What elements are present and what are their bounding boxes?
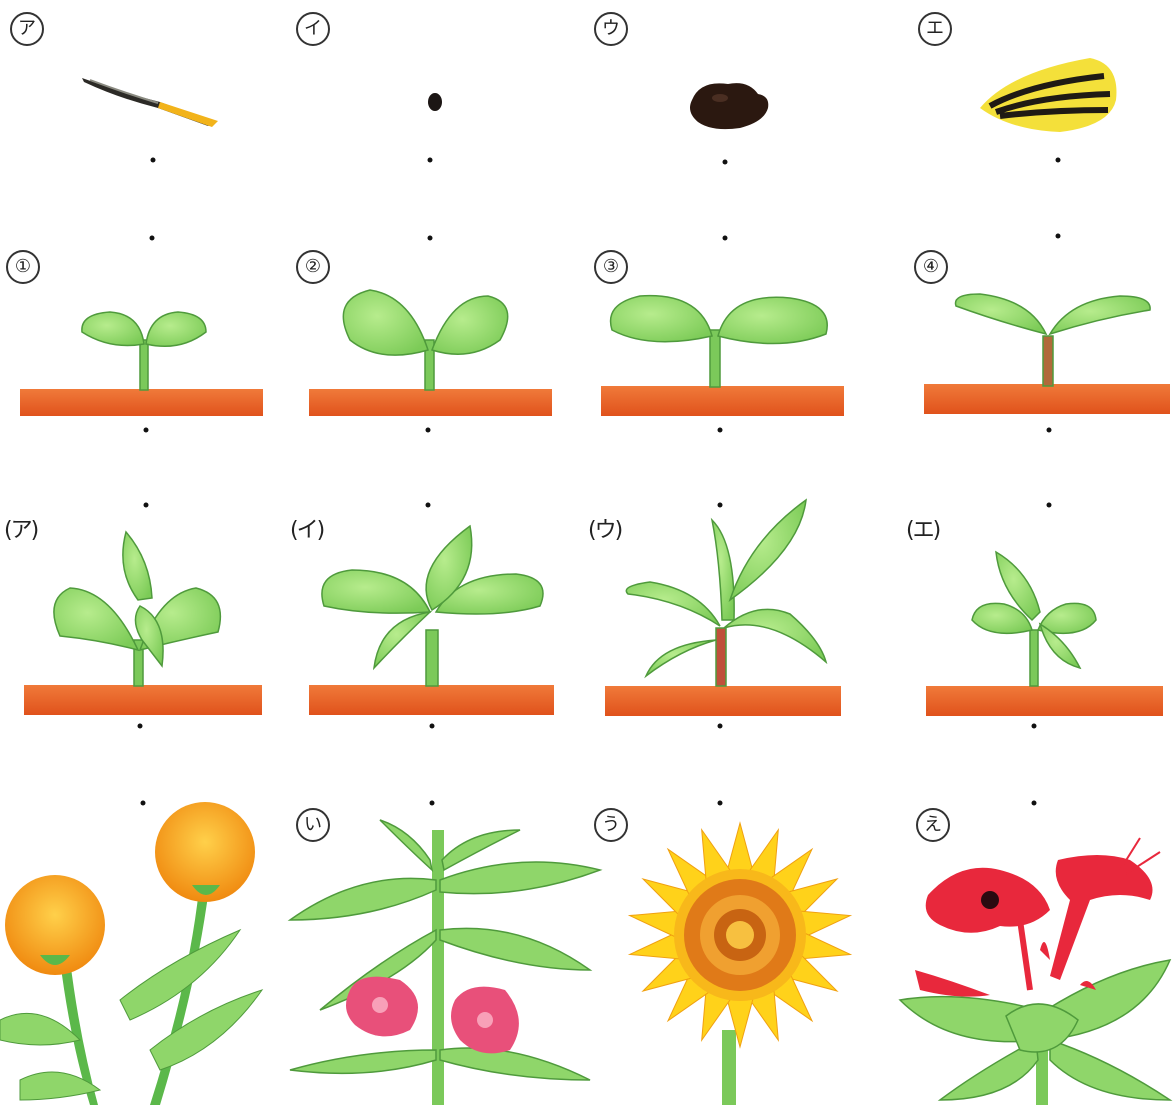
soil-bar (924, 384, 1170, 414)
soil-bar (601, 386, 844, 416)
soil-bar (309, 389, 552, 416)
soil-bar (309, 685, 554, 715)
flower-icon (0, 802, 262, 1105)
young-plant-icon (54, 532, 220, 686)
flower-icon (290, 820, 600, 1105)
seed-icon (980, 58, 1116, 132)
seedling-icon (956, 294, 1151, 386)
young-plant-icon (972, 552, 1096, 686)
soil-bar (24, 685, 262, 715)
flower-icon (900, 838, 1170, 1105)
connector-dots (138, 158, 1061, 806)
young-plant-icon (626, 500, 826, 686)
seed-icon (82, 78, 218, 127)
seedling-icon (343, 290, 507, 390)
seedling-icon (82, 312, 206, 390)
soil-bar (605, 686, 841, 716)
seedling-icon (611, 296, 828, 387)
soil-bar (926, 686, 1163, 716)
soil-bar (20, 389, 263, 416)
flower-icon (627, 823, 852, 1105)
seed-icon (428, 93, 442, 111)
young-plant-icon (322, 526, 543, 686)
seed-icon (690, 83, 768, 129)
